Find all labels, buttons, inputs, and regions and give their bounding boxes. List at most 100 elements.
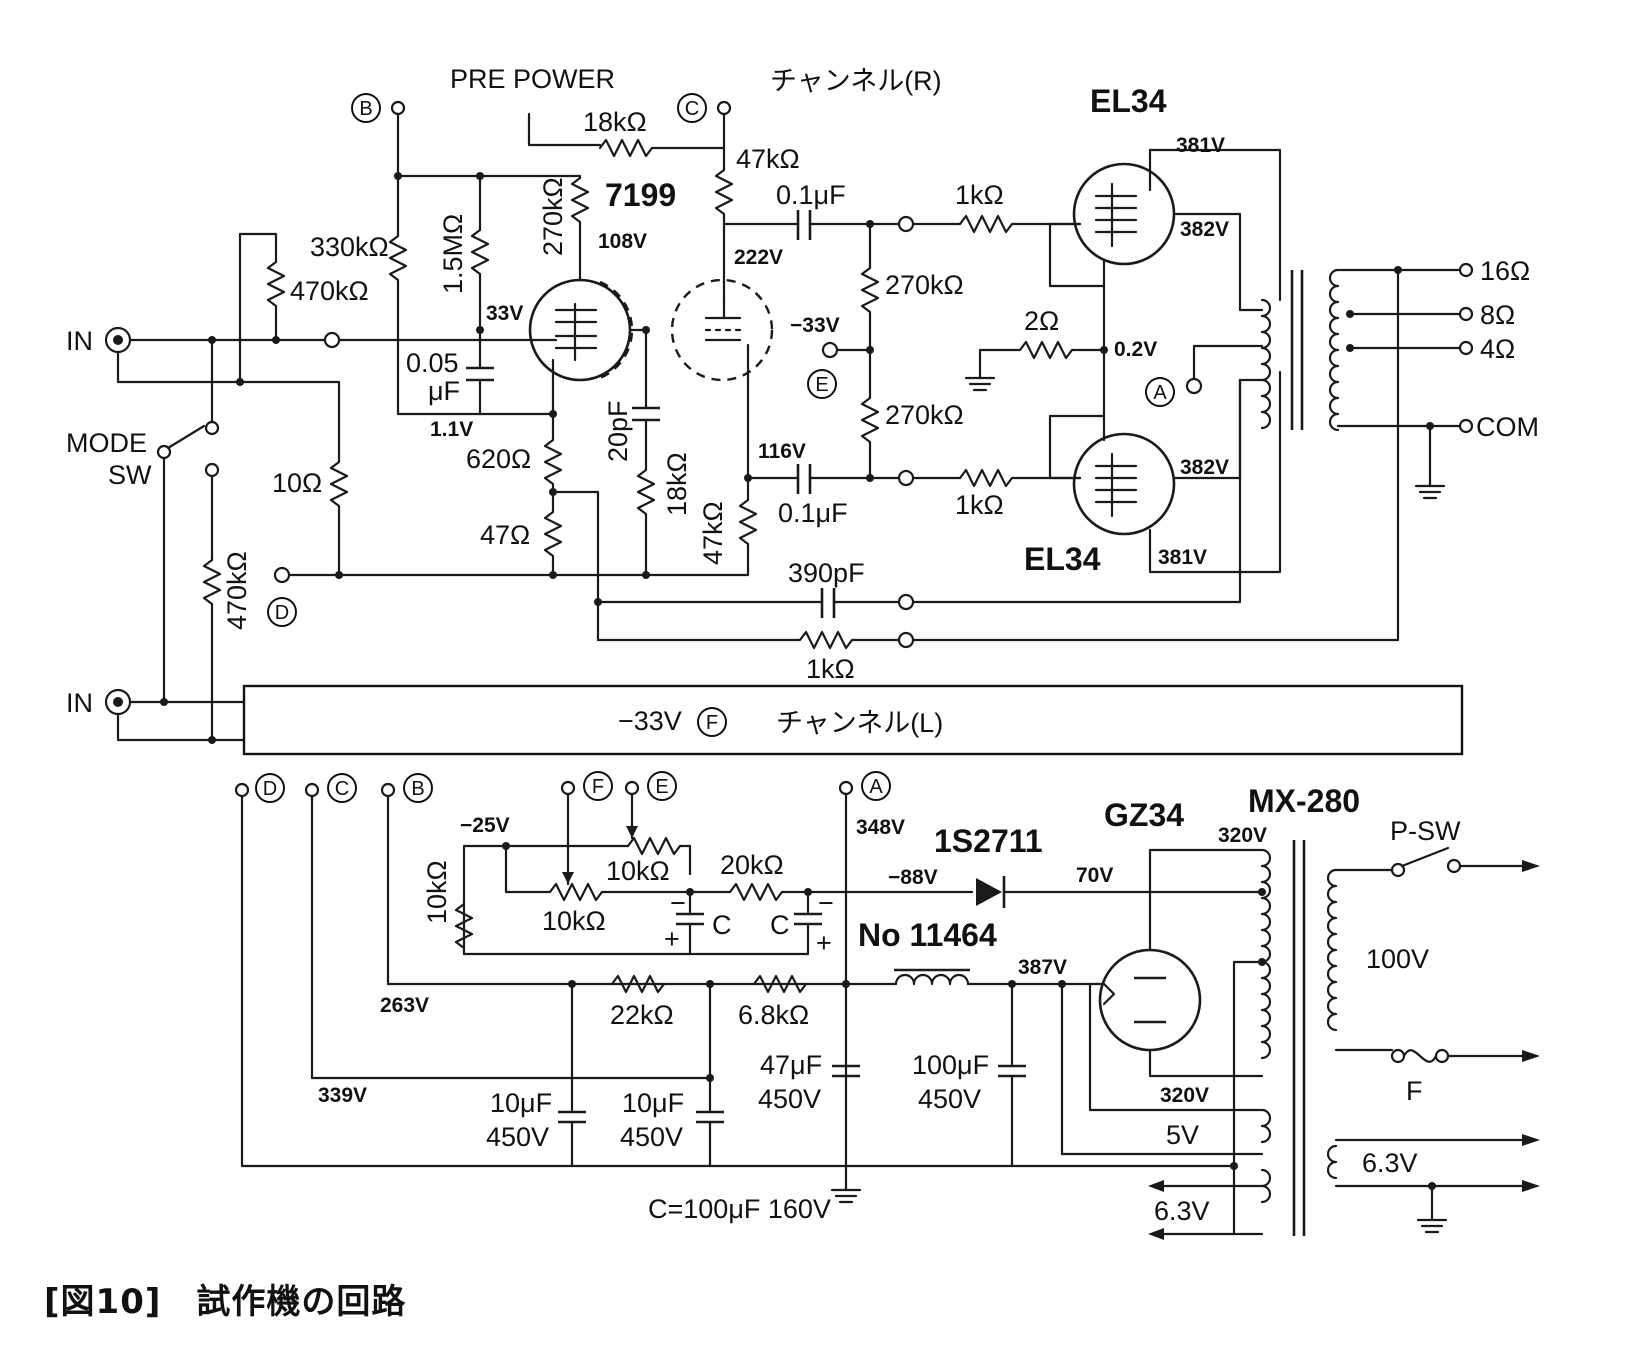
svg-text:+: + <box>816 928 832 958</box>
r-18k-label: 18kΩ <box>583 107 647 137</box>
diode-label: 1S2711 <box>934 823 1043 859</box>
v382a-label: 382V <box>1180 218 1229 241</box>
gz34-label: GZ34 <box>1104 797 1184 833</box>
heater-right-label: 6.3V <box>1362 1148 1418 1178</box>
channel-l-box <box>242 684 1464 756</box>
diode-1s2711 <box>976 876 1006 908</box>
r-470k-a-label: 470kΩ <box>290 276 369 306</box>
mode-sw-label-2: SW <box>108 460 152 490</box>
channel-l-label: チャンネル(L) <box>776 708 943 738</box>
r-1k-a-label: 1kΩ <box>955 180 1004 210</box>
out-com-label: COM <box>1476 412 1539 442</box>
c-47u-line2: 450V <box>758 1084 821 1114</box>
svg-text:E: E <box>815 374 828 396</box>
el34-top-label: EL34 <box>1090 83 1167 119</box>
cap-note-label: C=100μF 160V <box>648 1194 831 1224</box>
input-jack-r[interactable] <box>104 326 132 354</box>
node-a-ps: A <box>861 771 891 801</box>
node-a-top: A <box>1145 377 1175 407</box>
mode-switch[interactable] <box>156 420 220 478</box>
v70-label: 70V <box>1076 864 1113 887</box>
heater-5v-label: 5V <box>1166 1120 1199 1150</box>
minus-33v-f-label: −33V <box>618 706 682 736</box>
node-e-top: E <box>807 369 837 399</box>
c-01-b-label: 0.1μF <box>778 498 848 528</box>
p-sw-label: P-SW <box>1390 816 1461 846</box>
output-transformer <box>1260 268 1340 432</box>
c-10u-b-line1: 10μF <box>622 1088 684 1118</box>
svg-text:C: C <box>335 778 349 800</box>
c-10u-a-line2: 450V <box>486 1122 549 1152</box>
v11-label: 1.1V <box>430 418 473 441</box>
v381a-label: 381V <box>1176 134 1225 157</box>
r-1k-c-label: 1kΩ <box>806 654 855 684</box>
cap-c-right-label: C <box>770 910 790 940</box>
v02-label: 0.2V <box>1114 338 1157 361</box>
c-47u-line1: 47μF <box>760 1050 822 1080</box>
out-4-label: 4Ω <box>1480 334 1515 364</box>
v25-label: −25V <box>460 814 510 837</box>
transformer-label: MX-280 <box>1248 783 1360 819</box>
c-100u-line1: 100μF <box>912 1050 989 1080</box>
c-01-a-label: 0.1μF <box>776 180 846 210</box>
node-c-ps: C <box>327 773 357 803</box>
v387-label: 387V <box>1018 956 1067 979</box>
r-270k-a-label: 270kΩ <box>538 177 568 256</box>
cap-c-left-label: C <box>712 910 732 940</box>
c-100u-line2: 450V <box>918 1084 981 1114</box>
svg-text:A: A <box>869 776 883 798</box>
in-label-r: IN <box>66 326 93 356</box>
r-47k-b-label: 47kΩ <box>698 501 728 565</box>
r-10-label: 10Ω <box>272 468 322 498</box>
r-1k-b-label: 1kΩ <box>955 490 1004 520</box>
r-10k-c-label: 10kΩ <box>542 906 606 936</box>
svg-text:E: E <box>655 776 668 798</box>
v116-label: 116V <box>758 440 806 463</box>
c-20p-label: 20pF <box>603 400 633 462</box>
node-c-top: C <box>677 93 732 123</box>
svg-text:−: − <box>818 888 834 918</box>
r-47-label: 47Ω <box>480 520 530 550</box>
v320a-label: 320V <box>1218 824 1267 847</box>
r-10k-b-label: 10kΩ <box>606 856 670 886</box>
r-47k-top-label: 47kΩ <box>736 144 800 174</box>
svg-text:D: D <box>263 778 277 800</box>
fuse-label: F <box>1406 1076 1423 1106</box>
r-18k-b-label: 18kΩ <box>662 452 692 516</box>
v339-label: 339V <box>318 1084 367 1107</box>
r-2-label: 2Ω <box>1024 306 1059 336</box>
v88-label: −88V <box>888 866 938 889</box>
v348-label: 348V <box>856 816 905 839</box>
node-d-ps: D <box>255 773 285 803</box>
node-f-ps: F <box>583 771 613 801</box>
c-10u-a-line1: 10μF <box>490 1088 552 1118</box>
c-005-line2: μF <box>428 376 460 406</box>
v263-label: 263V <box>380 994 429 1017</box>
c-10u-b-line2: 450V <box>620 1122 683 1152</box>
r-1m5-label: 1.5MΩ <box>438 214 468 294</box>
r-22k-label: 22kΩ <box>610 1000 674 1030</box>
node-b-ps: B <box>403 773 433 803</box>
svg-text:D: D <box>275 602 289 624</box>
r-270k-b-label: 270kΩ <box>885 270 964 300</box>
in-label-l: IN <box>66 688 93 718</box>
node-f-box: F <box>697 707 727 737</box>
channel-r-label: チャンネル(R) <box>770 66 942 96</box>
r-6k8-label: 6.8kΩ <box>738 1000 809 1030</box>
node-e-ps: E <box>647 771 677 801</box>
heater-left-label: 6.3V <box>1154 1196 1210 1226</box>
svg-text:B: B <box>411 778 424 800</box>
el34-bottom-label: EL34 <box>1024 541 1101 577</box>
v108-label: 108V <box>598 230 647 253</box>
c-005-line1: 0.05 <box>406 348 459 378</box>
node-d-top: D <box>267 597 297 627</box>
r-270k-c-label: 270kΩ <box>885 400 964 430</box>
r-330k-label: 330kΩ <box>310 232 389 262</box>
v382b-label: 382V <box>1180 456 1229 479</box>
v381b-label: 381V <box>1158 546 1207 569</box>
input-jack-l[interactable] <box>104 688 132 716</box>
mains-label: 100V <box>1366 944 1429 974</box>
r-20k-label: 20kΩ <box>720 850 784 880</box>
node-b-top: B <box>351 93 406 123</box>
